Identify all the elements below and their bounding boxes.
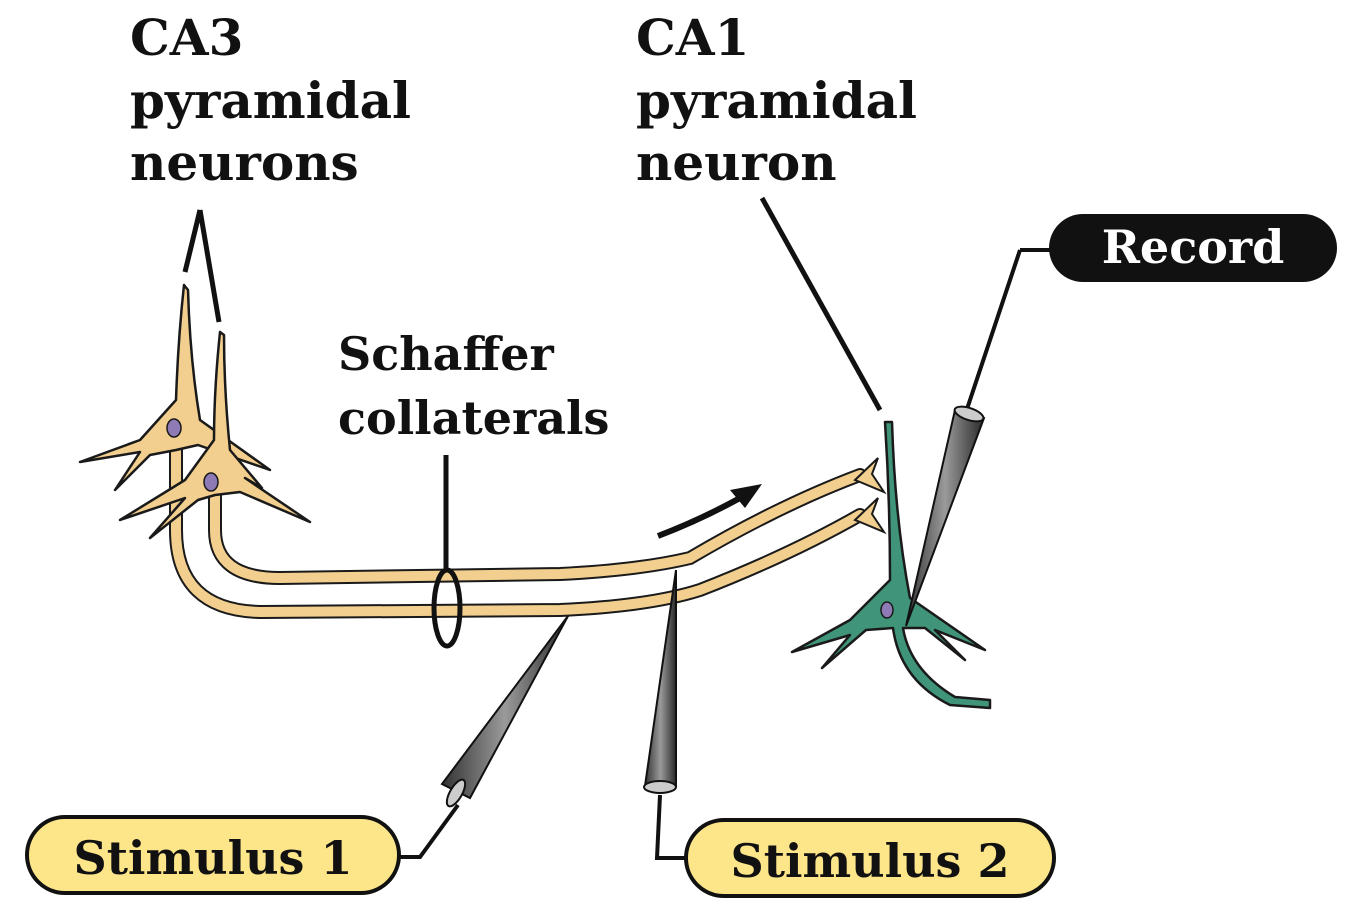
- stimulus-1-electrode: [400, 615, 569, 859]
- direction-arrow: [656, 484, 762, 539]
- schaffer-ring: [431, 567, 463, 649]
- ca3-label-line1: CA3: [130, 8, 243, 67]
- schaffer-label-line1: Schaffer: [338, 327, 555, 381]
- nucleus: [166, 418, 182, 438]
- ca3-leader-left: [182, 209, 203, 273]
- leader-lines: [182, 196, 883, 568]
- ca3-label-line2: pyramidal: [130, 71, 411, 130]
- schaffer-axons: [169, 443, 887, 620]
- ca1-neuron: [790, 420, 992, 710]
- ca3-label: CA3 pyramidal neurons: [130, 8, 411, 192]
- nucleus: [203, 472, 219, 492]
- stimulus-1-label: Stimulus 1: [74, 831, 353, 885]
- ca1-label-line3: neuron: [636, 133, 837, 192]
- record-button[interactable]: Record: [1049, 214, 1337, 282]
- ca1-label-line1: CA1: [636, 8, 749, 67]
- nucleus: [880, 601, 894, 619]
- ca3-neuron-2: [118, 330, 312, 540]
- schaffer-collaterals-label: Schaffer collaterals: [338, 327, 609, 445]
- stimulus-2-label: Stimulus 2: [731, 834, 1010, 888]
- ca1-label-line2: pyramidal: [636, 71, 917, 130]
- ca3-leader-right: [197, 209, 222, 323]
- ca1-label: CA1 pyramidal neuron: [636, 8, 917, 192]
- record-electrode: [905, 248, 1052, 627]
- ca3-label-line3: neurons: [130, 133, 359, 192]
- stimulus-2-button[interactable]: Stimulus 2: [684, 818, 1056, 898]
- ca1-leader: [759, 196, 883, 412]
- stimulus-1-button[interactable]: Stimulus 1: [25, 815, 401, 895]
- stimulus-2-electrode: [643, 569, 688, 860]
- record-label: Record: [1102, 220, 1285, 274]
- schaffer-label-line2: collaterals: [338, 391, 609, 445]
